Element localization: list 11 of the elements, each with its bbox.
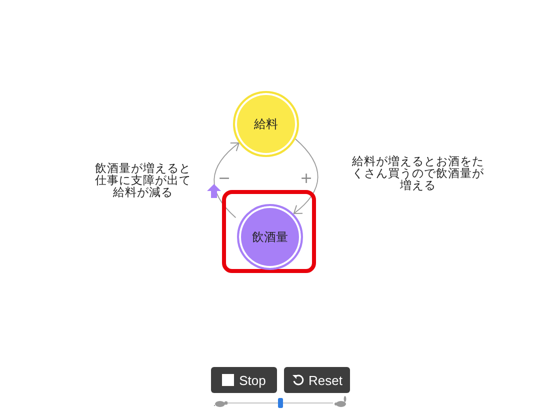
stock-circle: 給料 xyxy=(233,91,299,157)
arrow xyxy=(214,142,240,218)
reset-button: Reset xyxy=(284,367,350,393)
arrow xyxy=(293,138,318,214)
explanation-text: 飲酒量が増えると仕事に支障が出て給料が減る xyxy=(94,162,192,198)
highlight-frame xyxy=(222,190,316,273)
polarity-sign: − xyxy=(218,171,231,186)
explanation-text: 給料が増えるとお酒をたくさん買うので飲酒量が増える xyxy=(351,155,485,191)
stop-button: Stop xyxy=(211,367,277,393)
polarity-sign: + xyxy=(300,171,313,186)
stock-circle: 飲酒量 xyxy=(237,204,303,270)
